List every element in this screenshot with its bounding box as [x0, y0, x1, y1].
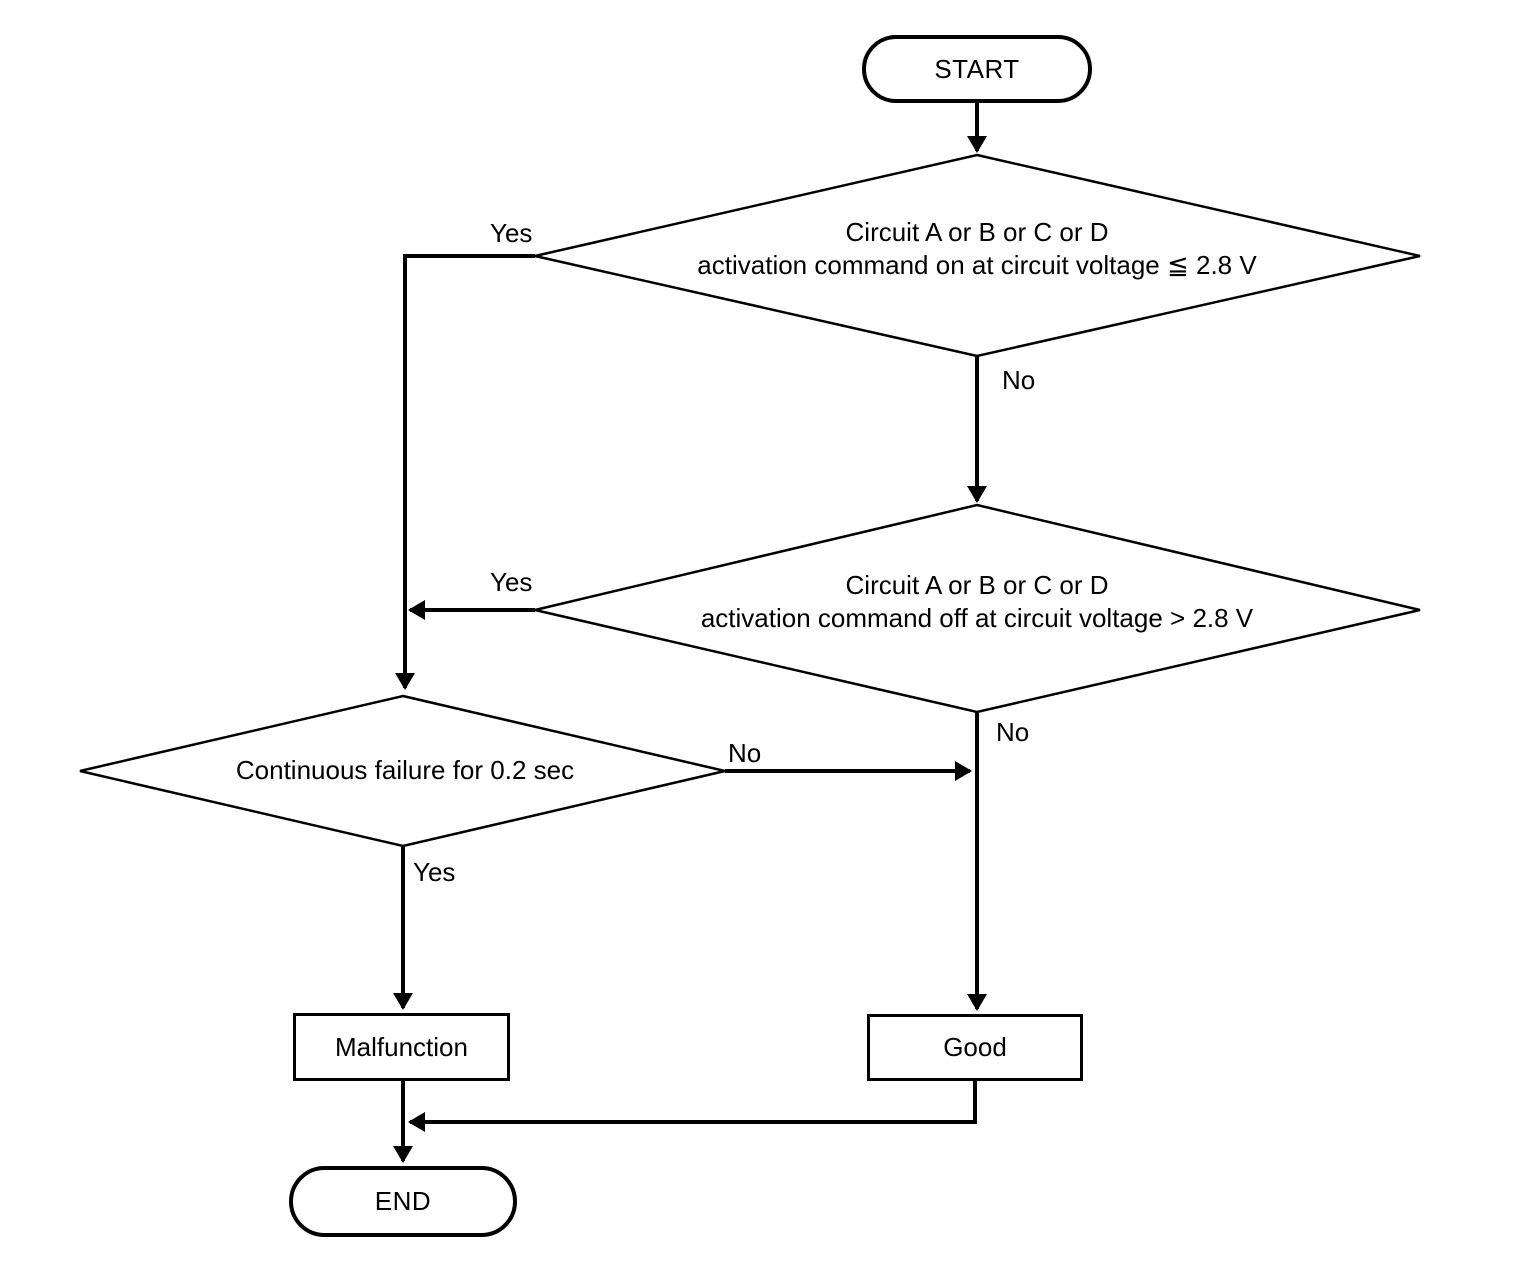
edge-good-to-end: [408, 1081, 977, 1132]
decision3-diamond: [79, 694, 726, 848]
decision1-yes-label: Yes: [490, 218, 533, 248]
decision2-no-label: No: [996, 717, 1030, 747]
start-label: START: [934, 53, 1020, 84]
decision2-text: Circuit A or B or C or D activation comm…: [527, 569, 1427, 635]
decision2-yes-label: Yes: [490, 567, 533, 597]
good-label: Good: [943, 1032, 1007, 1062]
decision2-diamond: [534, 503, 1421, 714]
decision3-text: Continuous failure for 0.2 sec: [235, 755, 575, 785]
decision2-text-line2: activation command off at circuit voltag…: [700, 603, 1254, 633]
decision3-yes-label: Yes: [413, 857, 456, 887]
decision1-text: Circuit A or B or C or D activation comm…: [527, 216, 1427, 282]
decision2-text-line1: Circuit A or B or C or D: [845, 570, 1109, 600]
decision1-diamond: [534, 153, 1421, 358]
decision1-text-line1: Circuit A or B or C or D: [845, 217, 1109, 247]
decision1-no-label: No: [1002, 365, 1036, 395]
malfunction-label: Malfunction: [335, 1031, 468, 1062]
good-box: Good: [867, 1014, 1083, 1081]
end-node: END: [289, 1166, 517, 1237]
decision1-text-line2: activation command on at circuit voltage…: [697, 250, 1257, 280]
edge-decision1-yes: [395, 254, 535, 690]
decision3-no-label: No: [728, 738, 762, 768]
end-label: END: [374, 1186, 432, 1216]
malfunction-box: Malfunction: [293, 1013, 510, 1081]
start-node: START: [862, 35, 1092, 103]
